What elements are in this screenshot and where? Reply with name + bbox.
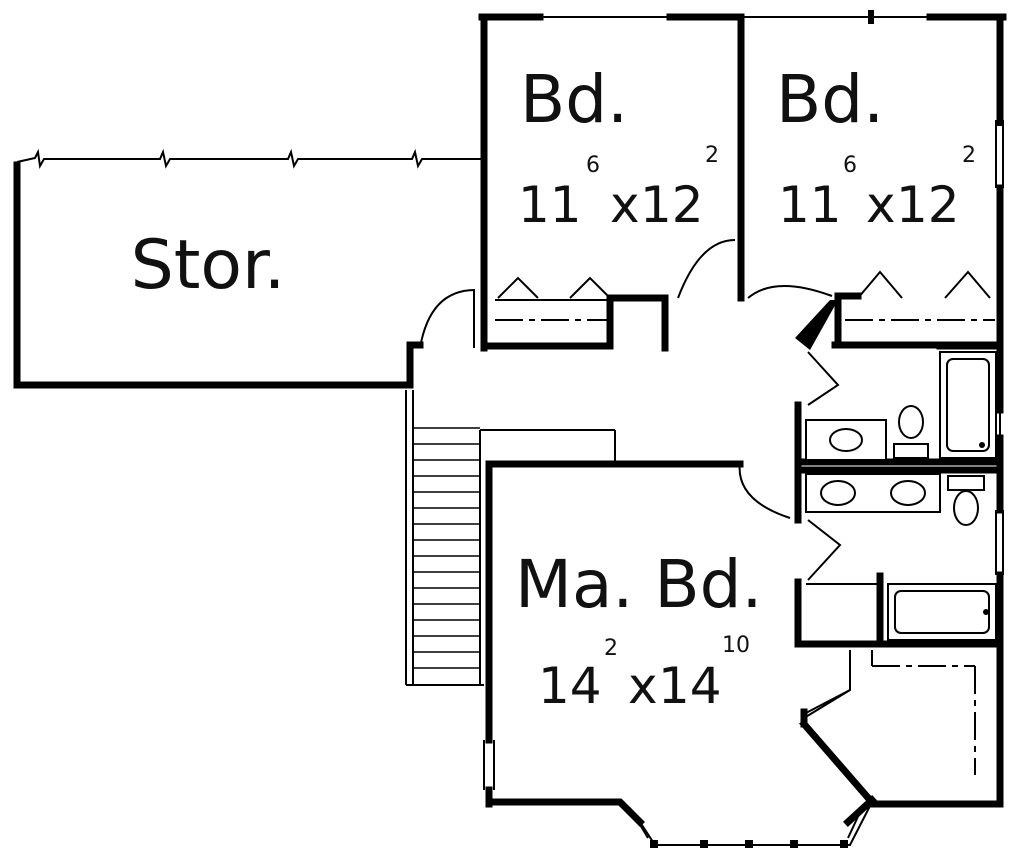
bathtub-icon — [939, 351, 997, 459]
svg-text:6: 6 — [843, 153, 857, 178]
svg-text:12: 12 — [640, 176, 704, 234]
bedroom-2: Bd. 11 6 x 12 2 — [741, 13, 1007, 350]
svg-text:2: 2 — [604, 636, 618, 661]
master-bedroom: Ma. Bd. 14 2 x 14 10 — [483, 460, 877, 848]
svg-text:x: x — [610, 176, 640, 234]
shared-bathroom — [794, 342, 1004, 509]
sink-icon-left — [820, 480, 856, 506]
sink-icon — [829, 428, 863, 452]
svg-text:2: 2 — [962, 143, 976, 168]
svg-text:6: 6 — [586, 153, 600, 178]
sink-counter-icon — [805, 419, 887, 461]
svg-text:11: 11 — [518, 176, 582, 234]
svg-text:10: 10 — [722, 633, 750, 658]
svg-text:x: x — [628, 657, 658, 715]
bedroom-1: Bd. 11 6 x 12 2 — [419, 13, 745, 352]
svg-text:x: x — [866, 176, 896, 234]
stairs — [405, 390, 616, 686]
bedroom-1-dimensions: 11 6 x 12 2 — [518, 143, 719, 234]
window-ticks — [868, 10, 1004, 126]
master-toilet-icon — [947, 475, 985, 526]
svg-text:12: 12 — [896, 176, 960, 234]
master-bedroom-dimensions: 14 2 x 14 10 — [538, 633, 750, 715]
master-bedroom-label: Ma. Bd. — [515, 546, 763, 623]
storage-label: Stor. — [131, 226, 286, 305]
storage-room: Stor. — [13, 148, 482, 389]
svg-text:2: 2 — [705, 143, 719, 168]
master-bathtub-icon — [887, 583, 997, 641]
bedroom-2-label: Bd. — [776, 61, 884, 138]
svg-text:11: 11 — [778, 176, 842, 234]
bedroom-1-label: Bd. — [520, 61, 628, 138]
master-bathroom — [794, 458, 1004, 648]
double-vanity-icon — [805, 473, 941, 513]
sink-icon-right — [890, 480, 926, 506]
svg-text:14: 14 — [658, 657, 722, 715]
bedroom-2-dimensions: 11 6 x 12 2 — [778, 143, 976, 234]
toilet-icon — [893, 405, 929, 459]
svg-text:14: 14 — [538, 657, 602, 715]
master-closet — [799, 640, 1004, 808]
